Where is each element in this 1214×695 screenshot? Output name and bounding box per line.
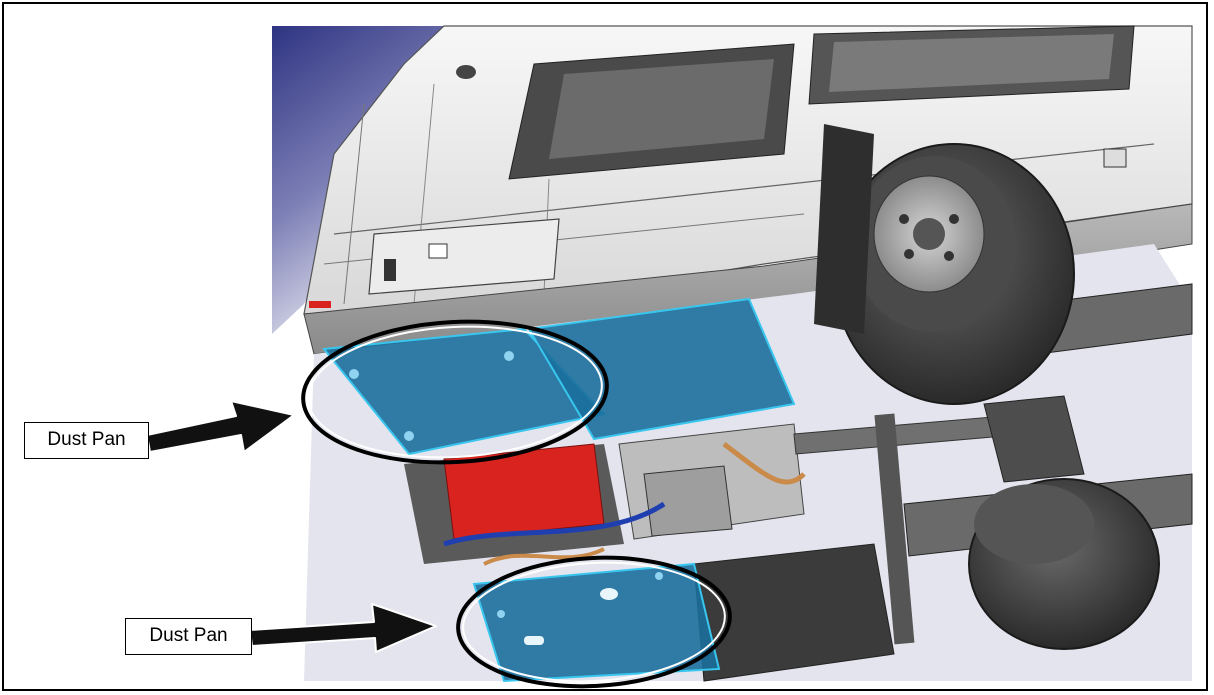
rear-tire-lower [968,478,1160,650]
dust-pan-lower [472,562,721,683]
callout-label: Dust Pan [24,422,149,459]
arrow-icon [249,603,437,653]
highlight-ellipse-upper [301,319,609,465]
callout-label: Dust Pan [125,618,252,655]
highlight-ellipse-lower [456,555,732,689]
bus-body [303,25,1193,315]
rear-tire-upper [814,124,1075,405]
arrow-icon [146,400,295,453]
bus-underside-illustration [146,25,1193,689]
